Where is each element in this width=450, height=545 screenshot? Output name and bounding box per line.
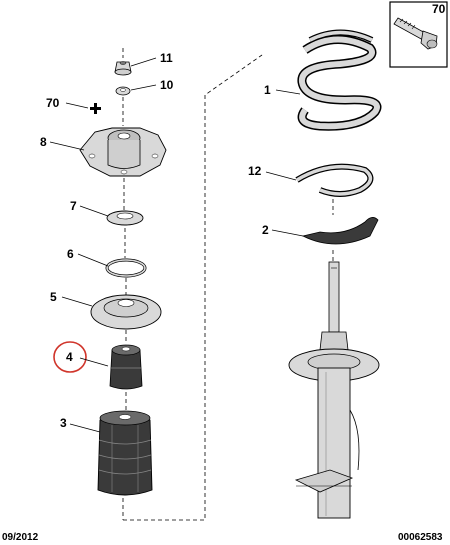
part-70-cross-marker [90, 103, 101, 114]
callout-3: 3 [60, 416, 67, 430]
part-6-ring [105, 258, 147, 278]
part-2-lower-seat [301, 217, 379, 245]
part-11-nut [114, 61, 132, 76]
callout-2: 2 [262, 223, 269, 237]
part-7-bearing [106, 210, 144, 226]
callout-6: 6 [67, 247, 74, 261]
callout-11: 11 [160, 51, 173, 65]
callout-12: 12 [248, 164, 262, 178]
part-10-washer [115, 86, 131, 96]
footer-reference: 00062583 [398, 532, 443, 543]
part-3-dust-boot [97, 410, 153, 496]
callout-4: 4 [66, 350, 73, 364]
callout-5: 5 [50, 290, 57, 304]
part-12-insulator [295, 163, 374, 197]
part-5-spring-seat [90, 294, 162, 330]
part-8-top-mount [79, 127, 167, 177]
part-1-coil-spring [297, 29, 382, 131]
part-4-bump-stop [109, 344, 143, 390]
callout-70: 70 [46, 96, 60, 110]
footer-date: 09/2012 [2, 532, 39, 543]
callout-10: 10 [160, 78, 174, 92]
strut-assembly [288, 261, 380, 519]
callout-8: 8 [40, 135, 47, 149]
leader-lines [49, 57, 304, 433]
callout-7: 7 [70, 199, 77, 213]
inset-bolt-icon [393, 17, 438, 50]
highlight-circle [53, 341, 87, 373]
inset-label: 70 [432, 2, 446, 16]
callout-1: 1 [264, 83, 271, 97]
